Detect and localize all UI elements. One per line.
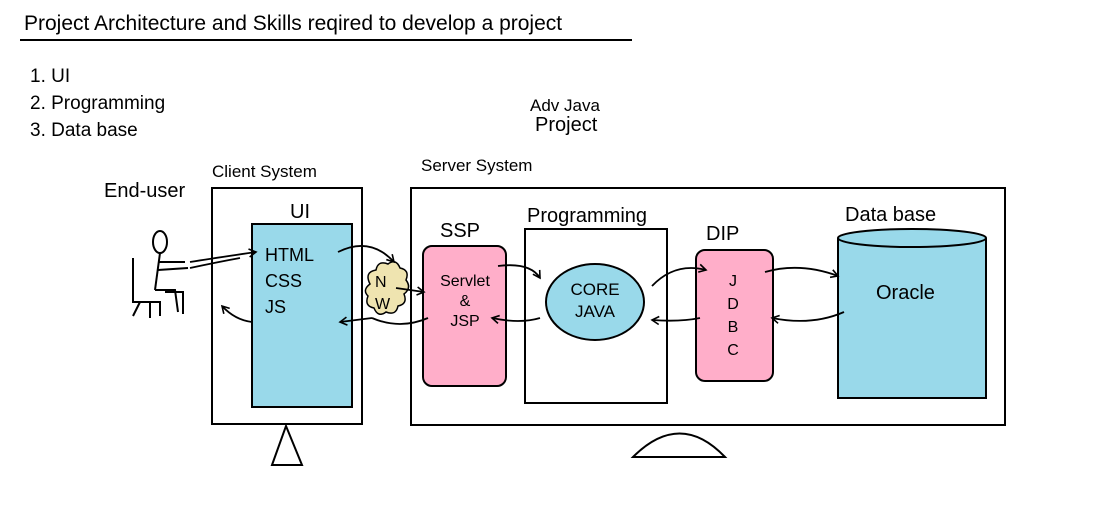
jdbc-letter-d: D: [727, 296, 739, 313]
skill-item-programming: 2. Programming: [30, 93, 166, 114]
arrow-ssp-to-network: [371, 317, 429, 325]
database-name: Oracle: [876, 282, 935, 304]
arrow-ssp-to-core: [497, 264, 541, 280]
client-stand: [270, 423, 304, 466]
end-user-figure: [132, 230, 189, 318]
arrow-db-to-jdbc: [770, 311, 845, 324]
ui-item-html: HTML: [265, 245, 314, 265]
server-stand: [630, 432, 728, 458]
arrow-core-to-ssp: [490, 314, 541, 324]
project-label: Project: [535, 114, 598, 136]
arrow-ui-to-user: [220, 304, 253, 323]
arrow-ui-to-network: [337, 245, 396, 264]
jdbc-letter-b: B: [727, 319, 739, 336]
arrow-network-to-ssp: [395, 286, 426, 296]
arrow-network-to-ui: [338, 316, 373, 326]
network-cloud: [364, 261, 410, 315]
client-system-label: Client System: [212, 162, 317, 181]
jdbc-text: J D B C: [721, 270, 745, 362]
java-line: JAVA: [575, 302, 615, 321]
arrow-user-to-ui-2: [189, 257, 241, 269]
dip-heading: DIP: [706, 223, 740, 245]
arrow-core-to-jdbc: [651, 263, 708, 287]
database-top: [837, 228, 987, 248]
skill-item-ui: 1. UI: [30, 66, 71, 87]
core-java-text: CORE JAVA: [553, 279, 637, 323]
skills-list: 1. UI 2. Programming 3. Data base: [30, 63, 165, 144]
ssp-heading: SSP: [440, 220, 481, 242]
ssp-line-servlet: Servlet: [440, 273, 490, 290]
programming-heading: Programming: [527, 205, 648, 227]
page-title: Project Architecture and Skills reqired …: [24, 12, 563, 35]
jdbc-letter-j: J: [729, 273, 737, 290]
ui-tech-list: HTML CSS JS: [265, 242, 314, 320]
arrow-jdbc-to-core: [650, 315, 701, 326]
ui-panel: [251, 223, 353, 408]
jdbc-letter-c: C: [727, 342, 739, 359]
network-letter-w: W: [375, 296, 391, 313]
network-letter-n: N: [375, 274, 387, 291]
arrow-user-to-ui: [189, 248, 258, 263]
core-line: CORE: [570, 280, 620, 299]
database-heading: Data base: [845, 204, 937, 226]
arrow-jdbc-to-db: [764, 266, 840, 279]
ui-item-js: JS: [265, 297, 287, 317]
ssp-text: Servlet & JSP: [429, 272, 501, 332]
network-label: N W: [375, 272, 390, 316]
ssp-box: [422, 245, 507, 387]
skill-item-database: 3. Data base: [30, 120, 138, 141]
ssp-line-amp: &: [459, 293, 471, 310]
adv-java-label: Adv Java: [530, 96, 600, 115]
database-cylinder: [837, 238, 987, 399]
end-user-label: End-user: [104, 180, 186, 202]
server-system-label: Server System: [421, 156, 533, 175]
ssp-line-jsp: JSP: [450, 313, 480, 330]
ui-item-css: CSS: [265, 271, 303, 291]
core-java-ellipse: [545, 263, 645, 341]
title-underline: [20, 39, 632, 41]
ui-heading: UI: [290, 201, 310, 223]
